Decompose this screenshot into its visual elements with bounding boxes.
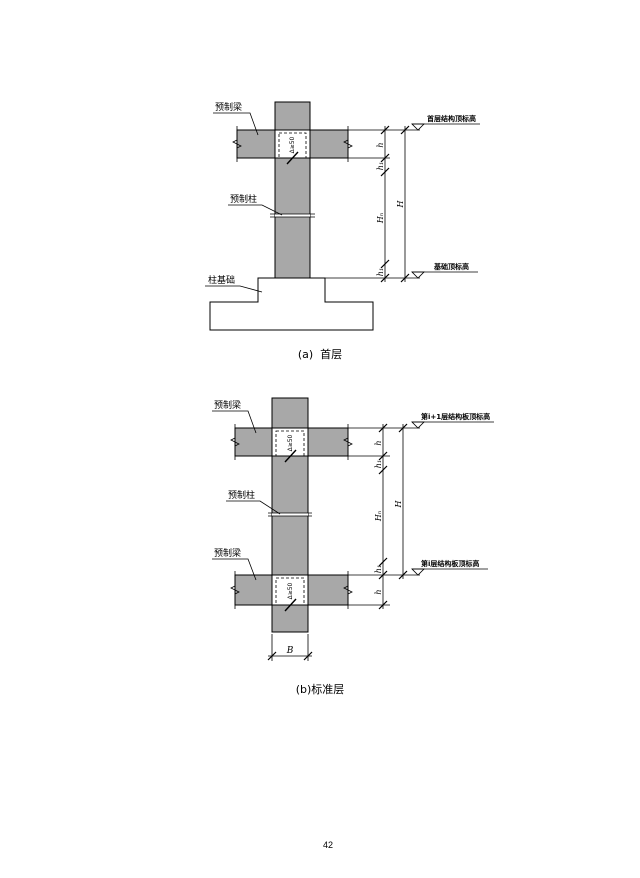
label-precast-column: 预制柱 [230, 193, 257, 205]
leader-precast-column [228, 204, 283, 216]
dimension-tick [380, 259, 390, 269]
dimension-tick [267, 651, 277, 661]
precast-column-lower-stub [271, 604, 309, 633]
beam-break-line [343, 571, 353, 609]
elevation-symbol-bottom [411, 271, 425, 279]
dim-beam-height: h [376, 142, 385, 147]
elevation-label-top: 首层结构顶标高 [427, 114, 476, 123]
label-precast-beam-upper: 预制梁 [214, 399, 241, 411]
page-number: 42 [323, 840, 333, 850]
beam-break-line-left [232, 126, 242, 162]
column-foundation [209, 277, 374, 331]
joint-note: Δ≥50 [289, 136, 296, 153]
leader-column-foundation [205, 285, 263, 293]
dimension-tick [398, 570, 408, 580]
precast-beam-lower-left [234, 574, 273, 606]
precast-column [274, 157, 311, 279]
dimension-tick [303, 651, 313, 661]
beam-break-line [343, 424, 353, 460]
joint-note-lower: Δ≥50 [287, 582, 294, 599]
figure-a-caption: (a) 首层 [298, 347, 342, 361]
label-precast-beam-lower: 预制梁 [214, 547, 241, 559]
dim-lower-segment: h₁ [374, 565, 383, 573]
dimension-tick [378, 557, 388, 567]
dimension-tick [398, 423, 408, 433]
dimension-tick [400, 125, 410, 135]
dimension-tick [378, 600, 388, 610]
column-splice-gap [272, 513, 308, 516]
dimension-tick [378, 570, 388, 580]
beam-break-line-right [343, 126, 353, 162]
precast-beam-upper-left [234, 427, 273, 457]
cast-in-place-joint-upper [271, 427, 309, 457]
elevation-label-top: 第i+1层结构板顶标高 [421, 412, 490, 421]
figure-b-caption: (b)标准层 [296, 682, 345, 696]
leader-precast-beam [213, 112, 259, 136]
dim-upper-segment: h₁ [376, 162, 385, 170]
elevation-symbol-top [411, 123, 425, 131]
dimension-tick [380, 153, 390, 163]
cast-in-place-joint-lower [271, 574, 309, 606]
label-precast-column: 预制柱 [228, 489, 255, 501]
elevation-symbol-top [411, 421, 425, 429]
leader-precast-column [226, 500, 281, 515]
beam-break-line [230, 571, 240, 609]
dim-upper-beam-height: h [374, 440, 383, 445]
label-column-foundation: 柱基础 [208, 274, 235, 286]
dim-lower-segment: h₁ [376, 268, 385, 276]
joint-note-upper: Δ≥50 [287, 434, 294, 451]
dim-lower-beam-height: h [374, 589, 383, 594]
precast-column-upper-stub [271, 397, 309, 429]
elevation-label-bottom: 基础顶标高 [433, 262, 469, 271]
dimension-tick [400, 273, 410, 283]
precast-column-upper-stub [274, 101, 311, 131]
dimension-tick [378, 465, 388, 475]
joint-arrow-mark [286, 151, 299, 165]
dim-upper-segment: h₁ [374, 460, 383, 468]
joint-arrow-mark [284, 598, 297, 612]
beam-break-line [230, 424, 240, 460]
elevation-symbol-bottom [411, 568, 425, 576]
dim-clear-height: Hₙ [376, 213, 385, 224]
dimension-tick [380, 273, 390, 283]
label-precast-beam: 预制梁 [215, 101, 242, 113]
dim-column-width: B [286, 646, 294, 656]
dim-clear-height: Hₙ [374, 511, 383, 522]
dimension-tick [378, 423, 388, 433]
dimension-tick [380, 125, 390, 135]
figure-a-first-floor: Δ≥50 预制梁 预制柱 柱基础 首层结构顶标高 基础顶标高 h h₁ Hₙ h… [205, 101, 480, 361]
dim-total-height: H [396, 199, 405, 208]
joint-arrow-mark [284, 449, 297, 463]
leader-precast-beam-upper [212, 410, 257, 434]
cast-in-place-joint [274, 129, 311, 159]
dim-total-height: H [394, 499, 403, 508]
precast-beam-right [309, 129, 349, 159]
column-splice-gap [275, 214, 310, 217]
dimension-tick [380, 167, 390, 177]
joint-dashed-outline [275, 577, 305, 606]
elevation-label-bottom: 第i层结构板顶标高 [421, 559, 479, 568]
leader-precast-beam-lower [212, 558, 257, 581]
precast-beam-upper-right [307, 427, 349, 457]
precast-beam-left [236, 129, 276, 159]
dimension-tick [378, 451, 388, 461]
figure-b-standard-floor: Δ≥50 Δ≥50 预制梁 预制柱 预制梁 第i+1层结构板顶标高 第i层结构板… [212, 397, 494, 696]
precast-beam-lower-right [307, 574, 349, 606]
